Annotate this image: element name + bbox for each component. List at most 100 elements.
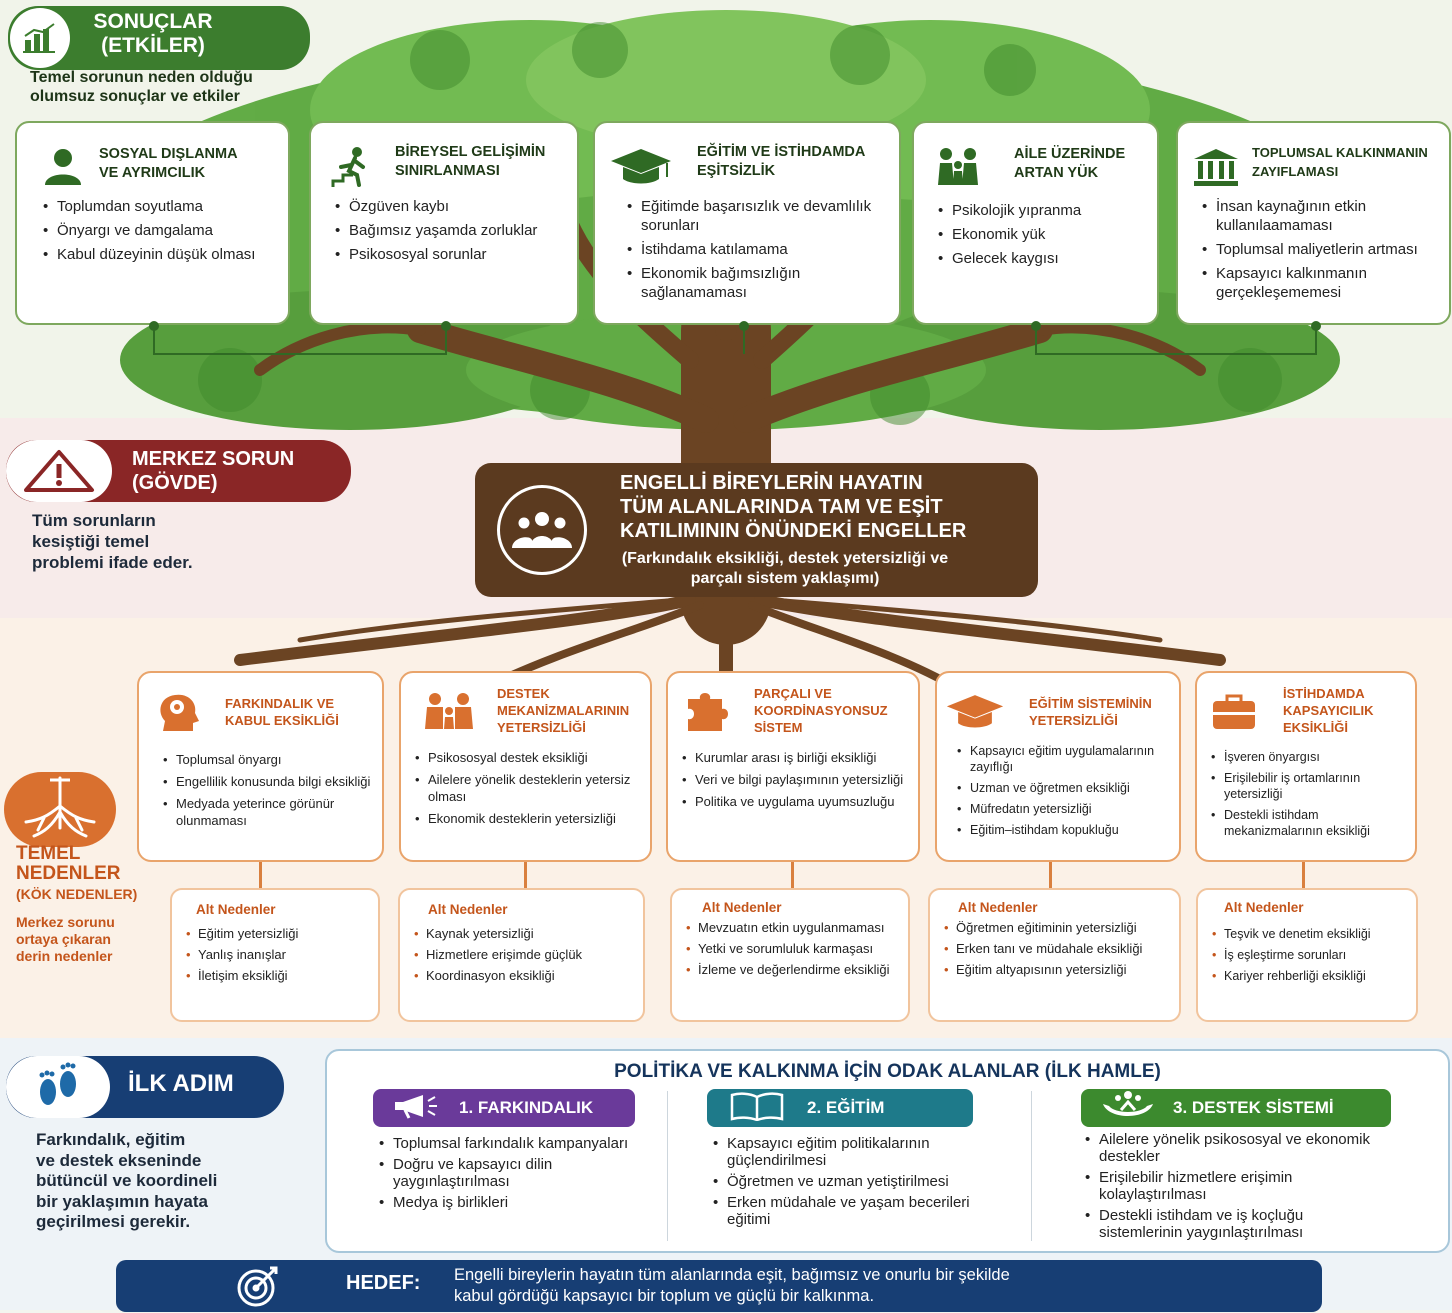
results-desc-2: olumsuz sonuçlar ve etkiler [30, 88, 240, 105]
cause-item: Erişilebilir iş ortamlarının yetersizliğ… [1211, 770, 1417, 802]
effect-title-1: EĞİTİM VE İSTİHDAMDA [697, 144, 866, 160]
first-step-desc-2: ve destek ekseninde [36, 1150, 202, 1170]
results-header: SONUÇLAR (ETKİLER) [8, 6, 310, 70]
effect-item: Psikolojik yıpranma [936, 201, 1156, 220]
cause-item: Eğitim–istihdam kopukluğu [957, 822, 1181, 838]
person-icon [41, 147, 85, 192]
cause-title-2: KOORDİNASYONSUZ [754, 703, 888, 718]
subcause-title: Alt Nedenler [958, 900, 1038, 915]
subcause-item: Hizmetlere erişimde güçlük [414, 947, 637, 963]
effect-title-2: ARTAN YÜK [1014, 165, 1099, 181]
effect-title-2: ZAYIFLAMASI [1252, 164, 1339, 179]
first-step-title: İLK ADIM [128, 1070, 234, 1097]
cause-title-2: KAPSAYICILIK [1283, 703, 1374, 718]
cause-item: Veri ve bilgi paylaşımının yetersizliği [682, 771, 920, 788]
subcause-item: Kariyer rehberliği eksikliği [1212, 968, 1410, 984]
cause-item: Kapsayıcı eğitim uygulamalarının zayıflı… [957, 743, 1181, 775]
policy-divider [1031, 1091, 1032, 1241]
cause-connector [791, 862, 794, 890]
policy-panel: POLİTİKA VE KALKINMA İÇİN ODAK ALANLAR (… [325, 1049, 1450, 1253]
connector-dot [1031, 321, 1041, 331]
cause-item: Müfredatın yetersizliği [957, 801, 1181, 817]
cause-item: Medyada yeterince görünür olunmaması [163, 795, 383, 829]
subcause-item: Yanlış inanışlar [186, 947, 372, 963]
first-step-desc-4: bir yaklaşımın hayata [36, 1191, 208, 1211]
policy-item: Destekli istihdam ve iş koçluğu sistemle… [1083, 1207, 1383, 1241]
roots-title-3: (KÖK NEDENLER) [16, 886, 138, 902]
core-header: MERKEZ SORUN (GÖVDE) [6, 440, 351, 502]
first-step-desc-3: bütüncül ve koordineli [36, 1171, 218, 1190]
cause-title-3: SİSTEM [754, 720, 803, 735]
roots-desc-2: ortaya çıkaran [16, 931, 111, 947]
core-box-line-2: TÜM ALANLARINDA TAM VE EŞİT [620, 496, 943, 518]
effect-item: Önyargı ve damgalama [41, 221, 286, 240]
target-icon [236, 1264, 282, 1313]
warning-icon [6, 440, 112, 502]
core-problem-box: ENGELLİ BİREYLERİN HAYATIN TÜM ALANLARIN… [475, 463, 1038, 597]
effect-title-1: AİLE ÜZERİNDE [1014, 146, 1126, 162]
goal-text-1: Engelli bireylerin hayatın tüm alanların… [454, 1266, 1010, 1284]
core-desc-2: kesiştiği temel [32, 532, 150, 551]
subcause-title: Alt Nedenler [196, 902, 276, 917]
subcause-card: Alt Nedenler Eğitim yetersizliğiYanlış i… [170, 888, 380, 1022]
bar-chart-icon [10, 8, 70, 68]
connector-dot [441, 321, 451, 331]
cause-title-2: KABUL EKSİKLİĞİ [225, 713, 339, 728]
cause-title-1: DESTEK [497, 686, 550, 701]
family-icon [934, 147, 982, 192]
effect-connectors [153, 326, 1317, 355]
graduation-cap-icon [609, 147, 673, 192]
subcause-title: Alt Nedenler [702, 900, 782, 915]
briefcase-icon [1211, 693, 1257, 736]
family-support-icon [421, 691, 481, 736]
first-step-desc-1: Farkındalık, eğitim [36, 1130, 186, 1149]
institution-icon [1192, 147, 1240, 192]
cause-item: Kurumlar arası iş birliği eksikliği [682, 749, 920, 766]
effect-card-family-burden: AİLE ÜZERİNDE ARTAN YÜK Psikolojik yıpran… [912, 121, 1159, 325]
footprints-icon [6, 1056, 110, 1118]
effect-item: Ekonomik bağımsızlığın sağlanamaması [625, 264, 895, 302]
cause-item: Destekli istihdam mekanizmalarının eksik… [1211, 807, 1417, 839]
cause-title-3: YETERSİZLİĞİ [497, 720, 586, 735]
cause-item: Uzman ve öğretmen eksikliği [957, 780, 1181, 796]
open-book-icon [729, 1091, 785, 1126]
effect-item: Kapsayıcı kalkınmanın gerçekleşememesi [1200, 264, 1448, 302]
subcause-item: İş eşleştirme sorunları [1212, 947, 1410, 963]
core-title-1: MERKEZ SORUN [132, 448, 295, 470]
subcause-card: Alt Nedenler Öğretmen eğitiminin yetersi… [928, 888, 1181, 1022]
subcause-item: Yetki ve sorumluluk karmaşası [686, 941, 902, 957]
people-group-icon [497, 485, 587, 575]
policy-item: Doğru ve kapsayıcı dilin yaygınlaştırılm… [377, 1156, 657, 1190]
goal-text-2: kabul gördüğü kapsayıcı bir toplum ve gü… [454, 1287, 875, 1305]
subcause-item: Mevzuatın etkin uygulanmaması [686, 920, 902, 936]
cause-title-1: İSTİHDAMDA [1283, 686, 1365, 701]
effect-item: Eğitimde başarısızlık ve devamlılık soru… [625, 197, 895, 235]
effect-item: Özgüven kaybı [333, 197, 573, 216]
cause-title-1: FARKINDALIK VE [225, 696, 335, 711]
roots-desc-3: derin nedenler [16, 948, 113, 964]
policy-tag-label: 2. EĞİTİM [807, 1098, 885, 1117]
core-title-2: (GÖVDE) [132, 472, 218, 494]
subcause-item: Erken tanı ve müdahale eksikliği [944, 941, 1173, 957]
subcause-item: Öğretmen eğitiminin yetersizliği [944, 920, 1173, 936]
roots-desc-1: Merkez sorunu [16, 914, 115, 930]
policy-tag-education: 2. EĞİTİM [707, 1089, 973, 1127]
connector-dot [1311, 321, 1321, 331]
subcause-item: İzleme ve değerlendirme eksikliği [686, 962, 902, 978]
policy-tag-support: 3. DESTEK SİSTEMİ [1081, 1089, 1391, 1127]
cause-item: Toplumsal önyargı [163, 751, 383, 768]
brain-head-icon [155, 691, 203, 740]
roots-icon [4, 772, 116, 847]
cause-card-fragmented-system: PARÇALI VE KOORDİNASYONSUZ SİSTEM Kurumlar… [666, 671, 920, 862]
connector-dot [739, 321, 749, 331]
cause-title-1: PARÇALI VE [754, 686, 832, 701]
goal-label: HEDEF: [346, 1272, 421, 1294]
roots-title-2: NEDENLER [16, 863, 121, 884]
cause-card-awareness: FARKINDALIK VE KABUL EKSİKLİĞİ Toplumsal … [137, 671, 384, 862]
effect-item: Psikososyal sorunlar [333, 245, 573, 264]
